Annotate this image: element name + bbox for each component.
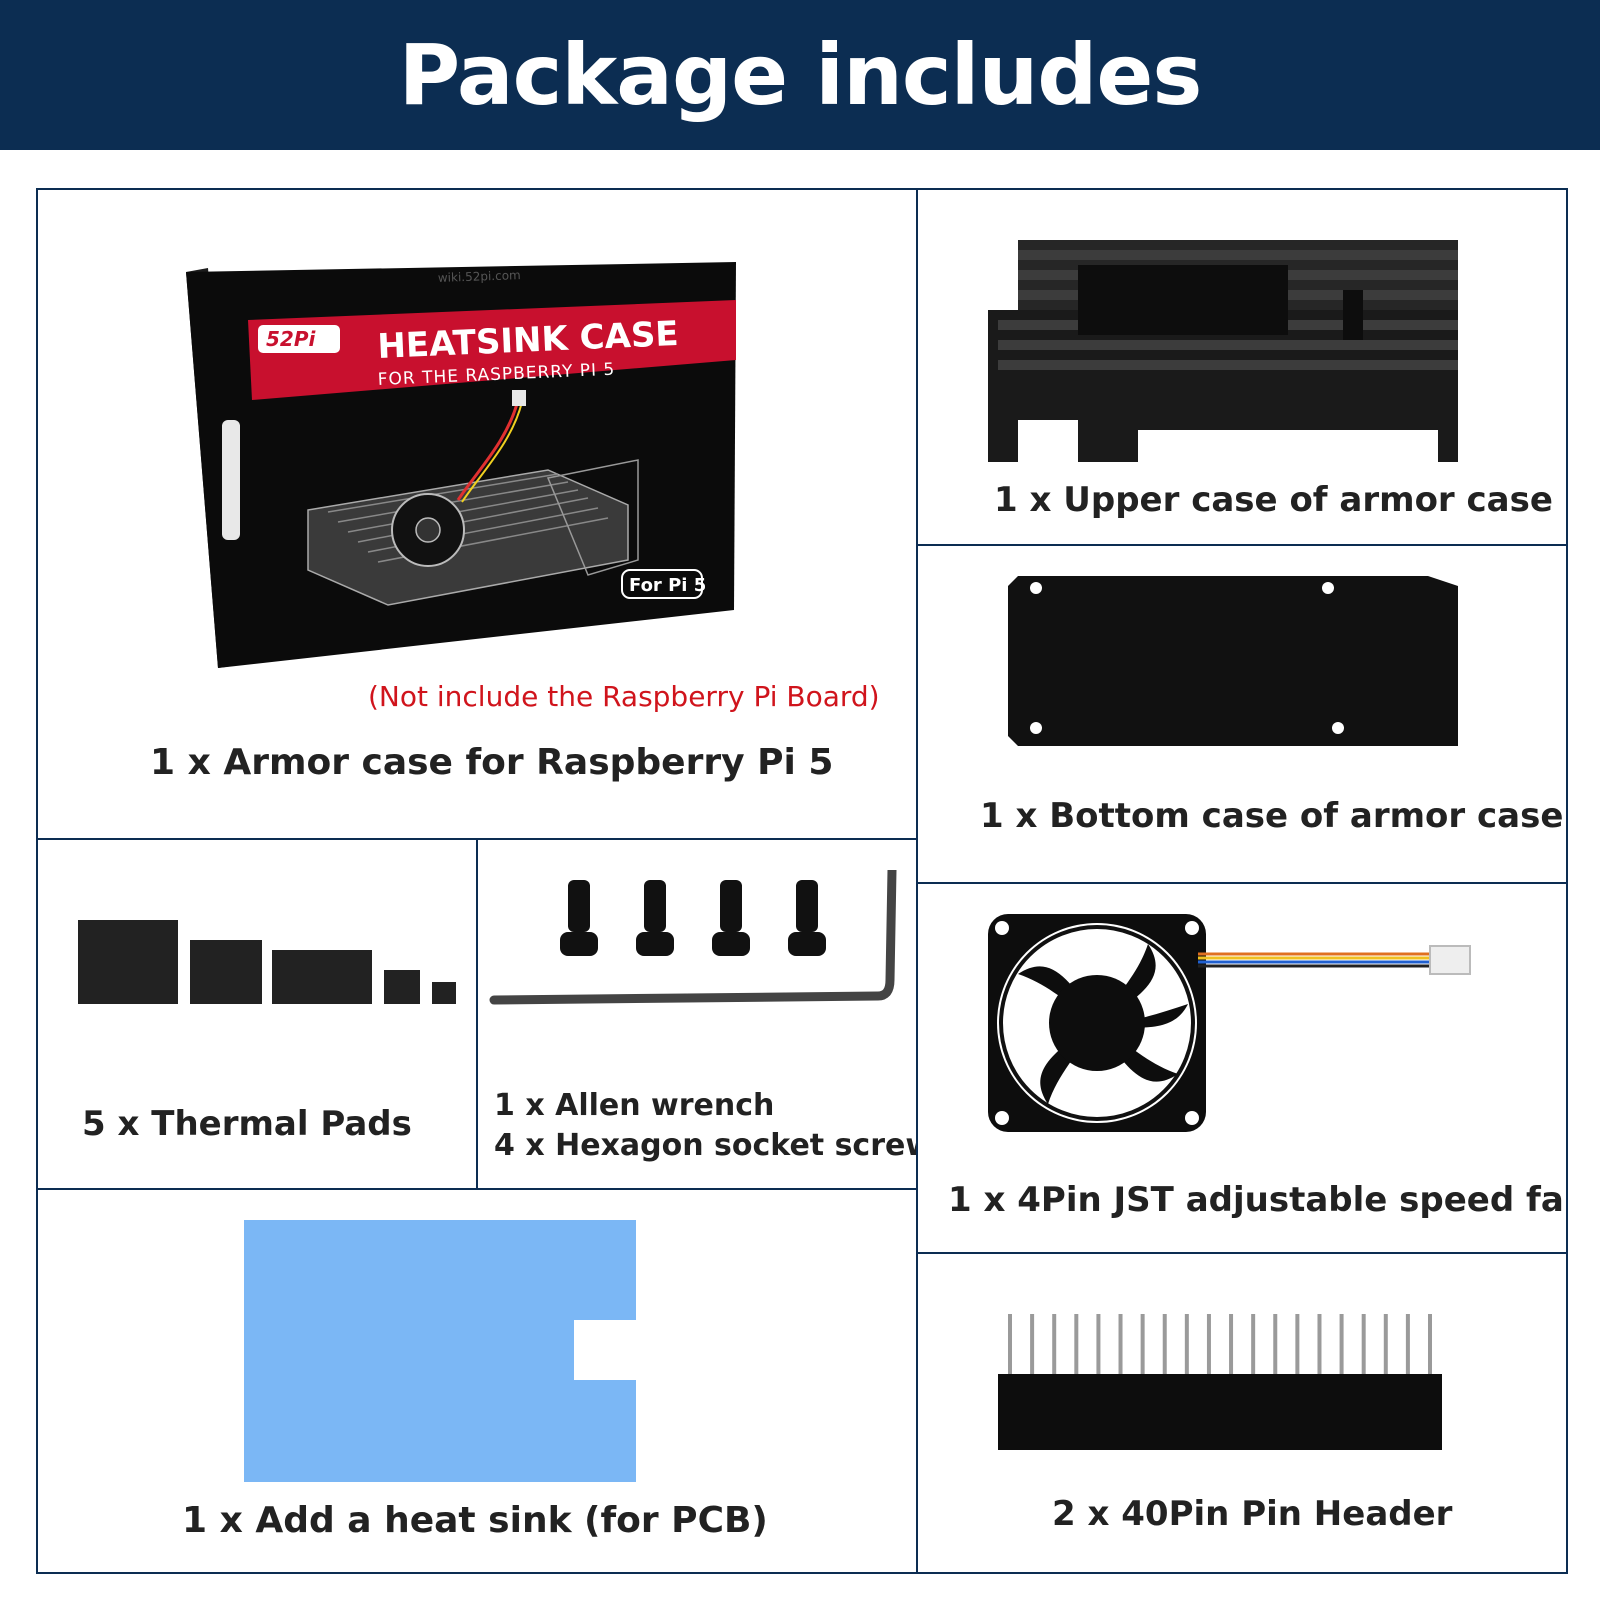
pin bbox=[1162, 1314, 1167, 1384]
panel-bottom-case: 1 x Bottom case of armor case bbox=[916, 544, 1568, 884]
panel-heat-sink: 1 x Add a heat sink (for PCB) bbox=[36, 1188, 918, 1574]
pin bbox=[1008, 1314, 1012, 1384]
pin bbox=[1295, 1314, 1300, 1384]
thermal-pads-caption: 5 x Thermal Pads bbox=[82, 1104, 412, 1144]
pin bbox=[1251, 1314, 1256, 1384]
pin bbox=[1428, 1314, 1432, 1384]
pin bbox=[1184, 1314, 1189, 1384]
thermal-pad-medium-2 bbox=[272, 950, 372, 1004]
panel-thermal-pads: 5 x Thermal Pads bbox=[36, 838, 478, 1190]
box-website-text: wiki.52pi.com bbox=[438, 268, 521, 285]
fan-caption: 1 x 4Pin JST adjustable speed fan bbox=[948, 1180, 1568, 1220]
panel-fan: 1 x 4Pin JST adjustable speed fan bbox=[916, 882, 1568, 1254]
panel-pin-header: 2 x 40Pin Pin Header bbox=[916, 1252, 1568, 1574]
pin bbox=[1030, 1314, 1035, 1384]
panel-wrench-screws: 1 x Allen wrench 4 x Hexagon socket scre… bbox=[476, 838, 918, 1190]
wrench-screws-image bbox=[489, 870, 897, 1005]
pin bbox=[1339, 1314, 1344, 1384]
pin bbox=[1383, 1314, 1388, 1384]
box-badge: For Pi 5 bbox=[629, 575, 706, 596]
pin-header-caption: 2 x 40Pin Pin Header bbox=[1052, 1494, 1453, 1534]
upper-case-caption: 1 x Upper case of armor case bbox=[994, 480, 1553, 520]
bottom-case-caption: 1 x Bottom case of armor case bbox=[980, 796, 1564, 836]
pin-header-image bbox=[998, 1314, 1442, 1450]
pin bbox=[1118, 1314, 1123, 1384]
pin bbox=[1140, 1314, 1145, 1384]
screws-caption: 4 x Hexagon socket screws bbox=[494, 1128, 918, 1163]
pin bbox=[1405, 1314, 1410, 1384]
heat-sink-pad-image bbox=[244, 1220, 636, 1482]
wrench-caption: 1 x Allen wrench bbox=[494, 1088, 775, 1123]
heat-sink-caption: 1 x Add a heat sink (for PCB) bbox=[182, 1500, 768, 1541]
armor-case-caption: 1 x Armor case for Raspberry Pi 5 bbox=[150, 742, 834, 783]
pin bbox=[1206, 1314, 1211, 1384]
pin bbox=[1052, 1314, 1057, 1384]
screw-icon bbox=[560, 880, 826, 956]
pin bbox=[1317, 1314, 1322, 1384]
not-included-note: (Not include the Raspberry Pi Board) bbox=[368, 680, 880, 713]
page-title: Package includes bbox=[398, 26, 1203, 124]
panel-upper-case: 1 x Upper case of armor case bbox=[916, 188, 1568, 546]
pin bbox=[1096, 1314, 1101, 1384]
upper-case-image bbox=[988, 240, 1458, 462]
box-brand-logo: 52Pi bbox=[266, 327, 316, 351]
pin bbox=[1074, 1314, 1079, 1384]
thermal-pad-small-1 bbox=[384, 970, 420, 1004]
fan-image bbox=[988, 914, 1471, 1132]
header-banner: Package includes bbox=[0, 0, 1600, 150]
bottom-case-image bbox=[1008, 576, 1458, 746]
thermal-pad-large bbox=[78, 920, 178, 1004]
thermal-pad-small-2 bbox=[432, 982, 456, 1004]
pin bbox=[1361, 1314, 1366, 1384]
header-body bbox=[998, 1374, 1442, 1450]
pin bbox=[1229, 1314, 1234, 1384]
thermal-pad-medium-1 bbox=[190, 940, 262, 1004]
pin bbox=[1273, 1314, 1278, 1384]
panel-armor-case: wiki.52pi.com 52Pi HEATSINK CASE FOR THE… bbox=[36, 188, 918, 840]
product-box-image: wiki.52pi.com 52Pi HEATSINK CASE FOR THE… bbox=[186, 262, 736, 668]
